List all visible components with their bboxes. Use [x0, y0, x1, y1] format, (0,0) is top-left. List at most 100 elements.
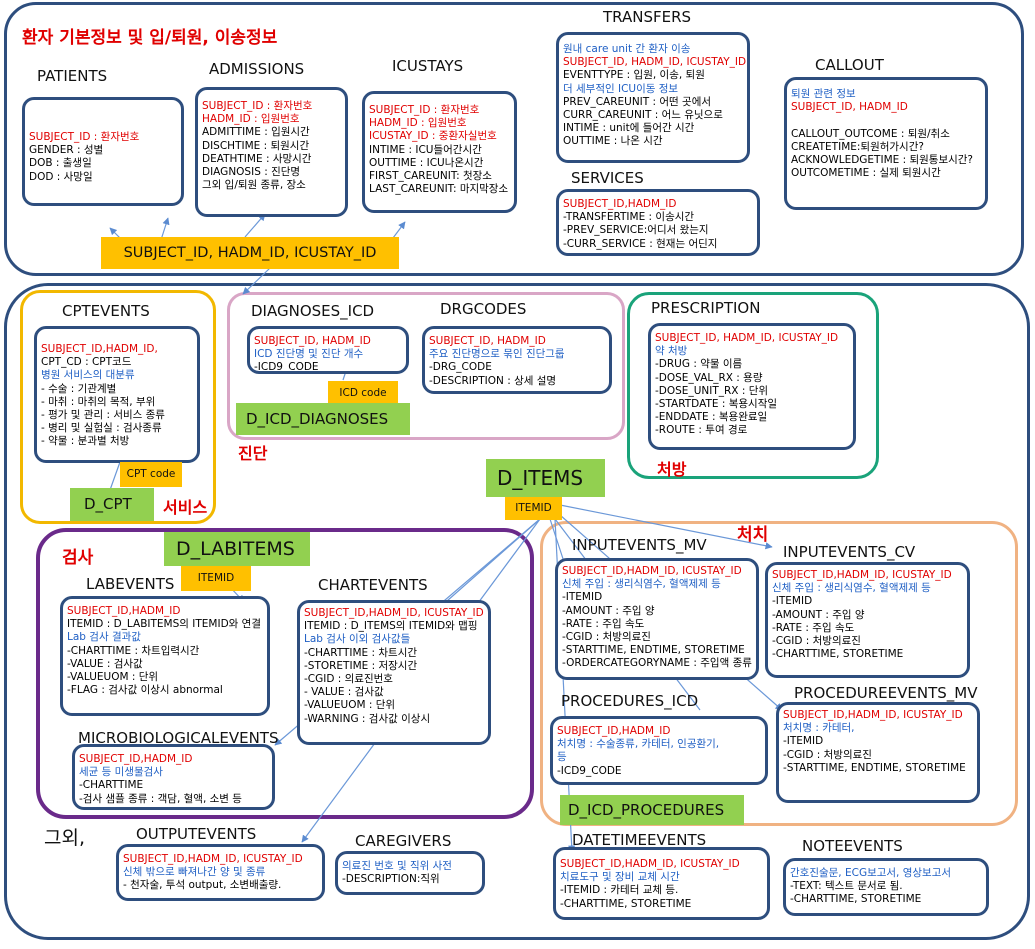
field-line: SUBJECT_ID,HADM_ID, — [41, 343, 158, 355]
table-box-chartevents: SUBJECT_ID,HADM_ID, ICUSTAY_ID ITEMID : … — [297, 600, 491, 745]
table-title-inputevents-cv: INPUTEVENTS_CV — [783, 543, 916, 561]
section-title-others: 그외, — [44, 827, 85, 849]
key-box-itemid-items: ITEMID — [505, 497, 562, 520]
dict-d-cpt: D_CPT — [70, 488, 154, 521]
key-box-cpt-code: CPT code — [120, 462, 182, 487]
field-line: -WARNING : 검사값 이상시 — [304, 712, 431, 725]
table-box-icustays: SUBJECT_ID : 환자번호 HADM_ID : 입원번호 ICUSTAY… — [362, 91, 517, 213]
table-box-inputevents-mv: SUBJECT_ID,HADM_ID, ICUSTAY_ID 신체 주입 : 생… — [555, 558, 759, 680]
field-line: -DOSE_UNIT_RX : 단위 — [655, 384, 769, 397]
table-title-transfers: TRANSFERS — [603, 8, 692, 26]
table-box-caregivers: 의료진 번호 및 직위 사전 -DESCRIPTION:직위 — [335, 851, 485, 895]
field-line: -TRANSFERTIME : 이송시간 — [563, 211, 695, 224]
field-line: SUBJECT_ID,HADM_ID — [79, 753, 193, 765]
field-line: -CHARTTIME — [79, 779, 144, 792]
field-line: ADMITTIME : 입원시간 — [202, 126, 310, 139]
field-line: SUBJECT_ID : 환자번호 — [369, 104, 480, 116]
field-line: SUBJECT_ID : 환자번호 — [202, 100, 313, 112]
field-line: - 마취 : 마취의 목적, 부위 — [41, 395, 156, 408]
link-cpt-dcpt — [109, 461, 121, 491]
table-title-patients: PATIENTS — [37, 67, 108, 85]
region-prescription — [627, 292, 879, 479]
field-line: 치료도구 및 장비 교체 시간 — [560, 871, 680, 884]
region-clinical — [4, 283, 1030, 940]
field-line: -ITEMID — [772, 595, 813, 608]
field-line: -TEXT: 텍스트 문서로 됨. — [790, 880, 903, 893]
field-line: -VALUE : 검사값 — [67, 657, 143, 670]
table-box-procedureevents-mv: SUBJECT_ID,HADM_ID, ICUSTAY_ID 처치명 : 카테터… — [776, 702, 980, 803]
field-line: -CGID : 처방의료진 — [783, 748, 872, 761]
field-line: -AMOUNT : 주입 양 — [562, 604, 655, 617]
field-line: SUBJECT_ID,HADM_ID — [67, 605, 181, 617]
field-line: -ITEMID — [783, 735, 824, 748]
field-line: -STARTTIME, ENDTIME, STORETIME — [783, 761, 966, 774]
section-title-lab: 검사 — [62, 548, 94, 568]
field-line: SUBJECT_ID : 환자번호 — [29, 131, 140, 143]
field-line: SUBJECT_ID,HADM_ID — [563, 198, 677, 210]
field-line: -CHARTTIME, STORETIME — [560, 897, 692, 910]
field-line: -ICD9_CODE — [254, 361, 319, 374]
field-line: ITEMID : D_LABITEMS의 ITEMID와 연결 — [67, 618, 261, 631]
field-line: SUBJECT_ID,HADM_ID, ICUSTAY_ID — [123, 853, 303, 865]
region-diagnosis — [227, 292, 625, 440]
section-title-service: 서비스 — [163, 498, 208, 517]
field-line: SUBJECT_ID, HADM_ID — [429, 335, 546, 347]
field-line: -VALUEUOM : 단위 — [304, 699, 396, 712]
field-line: - 병리 및 실험실 : 검사종류 — [41, 422, 162, 435]
field-line: SUBJECT_ID, HADM_ID, ICUSTAY_ID — [655, 332, 839, 344]
field-line: - 천자술, 투석 output, 소변배출량. — [123, 879, 282, 892]
field-line: -CHARTTIME : 차트시간 — [304, 646, 418, 659]
field-line: OUTCOMETIME : 실제 퇴원시간 — [791, 167, 941, 180]
field-line: -CHARTTIME : 차트입력시간 — [67, 644, 200, 657]
field-line: -CURR_SERVICE : 현재는 어딘지 — [563, 237, 718, 250]
section-title-prescription: 처방 — [657, 460, 687, 479]
field-line: -ROUTE : 투여 경로 — [655, 424, 748, 437]
field-line: CPT_CD : CPT코드 — [41, 356, 132, 369]
field-line: DIAGNOSIS : 진단명 — [202, 166, 301, 179]
table-title-microbiologyevents: MICROBIOLOGICALEVENTS — [78, 729, 279, 747]
table-box-outputevents: SUBJECT_ID,HADM_ID, ICUSTAY_ID 신체 밖으로 빠져… — [116, 844, 325, 901]
field-line: SUBJECT_ID, HADM_ID, ICUSTAY_ID — [563, 56, 747, 69]
field-line: -STARTDATE : 복용시작일 — [655, 398, 778, 411]
key-box-main: SUBJECT_ID, HADM_ID, ICUSTAY_ID — [101, 237, 399, 269]
field-line: - 약물 : 분과별 처방 — [41, 435, 130, 448]
field-line: 신체 주입 : 생리식염수, 혈액제제 등 — [562, 578, 721, 591]
table-title-labevents: LABEVENTS — [86, 575, 175, 593]
field-line: SUBJECT_ID,HADM_ID, ICUSTAY_ID — [783, 709, 963, 721]
table-title-procedures-icd: PROCEDURES_ICD — [561, 692, 699, 710]
field-line: - 수술 : 기관계별 — [41, 382, 117, 395]
dict-d-labitems: D_LABITEMS — [164, 532, 310, 566]
table-title-callout: CALLOUT — [815, 56, 884, 74]
field-line: CURR_CAREUNIT : 어느 유닛으로 — [563, 109, 723, 122]
table-title-admissions: ADMISSIONS — [209, 60, 305, 78]
field-line: FIRST_CAREUNIT: 첫장소 — [369, 170, 492, 183]
field-line: 퇴원 관련 정보 — [791, 88, 856, 100]
field-line: -STARTTIME, ENDTIME, STORETIME — [562, 644, 745, 657]
dict-d-icd-procedures: D_ICD_PROCEDURES — [560, 795, 744, 825]
field-line: -검사 샘플 종류 : 객담, 혈액, 소변 등 — [79, 792, 242, 805]
table-box-microbiologyevents: SUBJECT_ID,HADM_ID 세균 등 미생물검사 -CHARTTIME… — [72, 744, 275, 810]
field-line: SUBJECT_ID,HADM_ID, ICUSTAY_ID — [560, 858, 740, 870]
field-line: OUTTIME : ICU나온시간 — [369, 156, 484, 169]
field-line: SUBJECT_ID, HADM_ID — [791, 101, 908, 114]
table-box-admissions: SUBJECT_ID : 환자번호 HADM_ID : 입원번호 ADMITTI… — [195, 87, 348, 217]
region-service — [20, 290, 216, 524]
table-title-prescription: PRESCRIPTION — [651, 299, 761, 317]
field-line: ICD 진단명 및 진단 개수 — [254, 348, 364, 361]
field-line: 등 — [557, 751, 567, 764]
field-line: SUBJECT_ID,HADM_ID — [557, 725, 671, 737]
link-key-admissions — [244, 213, 266, 238]
field-line: - VALUE : 검사값 — [304, 686, 384, 699]
region-treatment — [540, 521, 1018, 826]
table-box-datetimeevents: SUBJECT_ID,HADM_ID, ICUSTAY_ID 치료도구 및 장비… — [553, 847, 770, 920]
field-line: 더 세부적인 ICU이동 정보 — [563, 82, 679, 95]
field-line: -VALUEUOM : 단위 — [67, 671, 159, 684]
table-box-noteevents: 간호진술문, ECG보고서, 영상보고서 -TEXT: 텍스트 문서로 됨. -… — [783, 858, 989, 916]
section-title-treatment: 처치 — [737, 525, 769, 545]
field-line: -DESCRIPTION:직위 — [342, 873, 440, 886]
field-line: -CGID : 의료진번호 — [304, 673, 393, 686]
section-title-diagnosis: 진단 — [238, 444, 268, 463]
field-line: 간호진술문, ECG보고서, 영상보고서 — [790, 867, 952, 879]
table-title-inputevents-mv: INPUTEVENTS_MV — [572, 536, 707, 554]
table-title-datetimeevents: DATETIMEEVENTS — [572, 831, 707, 849]
